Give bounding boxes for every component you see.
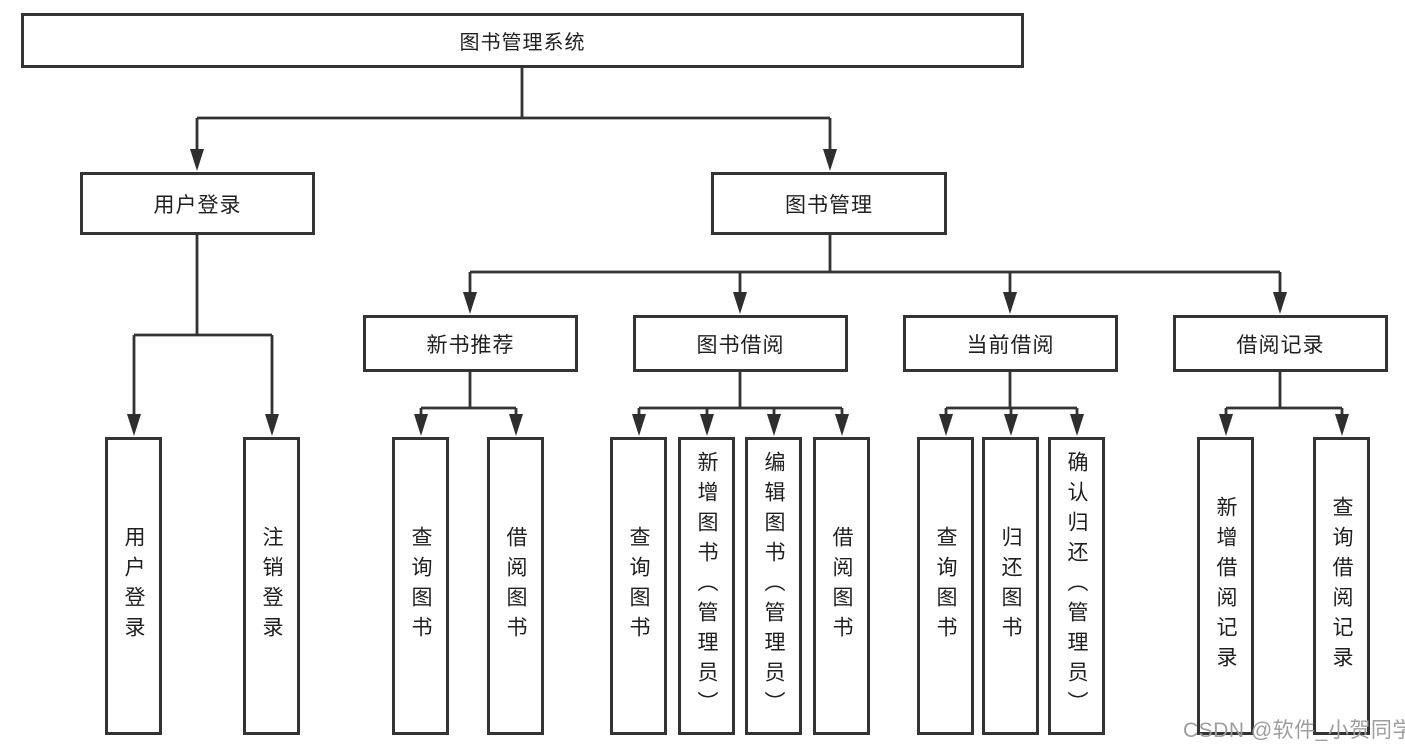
node-borrow-records-label: 借阅记录	[1236, 333, 1325, 357]
node-book-borrow: 图书借阅	[633, 315, 848, 372]
leaf-borrow-books-label: 借阅图书	[830, 526, 853, 646]
leaf-edit-books-admin: 编辑图书（管理员）	[745, 437, 802, 735]
node-user-login-label: 用户登录	[153, 193, 242, 217]
node-current-borrow: 当前借阅	[903, 315, 1118, 372]
leaf-user-login-label: 用户登录	[122, 526, 145, 646]
leaf-borrow-books-recommend: 借阅图书	[487, 437, 544, 735]
leaf-query-books-borrow: 查询图书	[610, 437, 667, 735]
node-new-book-recommend: 新书推荐	[363, 315, 578, 372]
leaf-query-books-borrow-label: 查询图书	[627, 526, 650, 646]
leaf-add-borrow-record-label: 新增借阅记录	[1214, 496, 1237, 676]
node-current-borrow-label: 当前借阅	[966, 333, 1055, 357]
connector-current-borrow-to-leaves	[939, 372, 1084, 436]
connector-new-book-rec-to-leaves	[414, 372, 523, 436]
node-book-borrow-label: 图书借阅	[696, 333, 785, 357]
leaf-edit-books-admin-label: 编辑图书（管理员）	[762, 451, 785, 721]
node-library-system-label: 图书管理系统	[459, 32, 586, 54]
connector-user-login-to-leaves	[127, 235, 279, 436]
leaf-add-books-admin: 新增图书（管理员）	[678, 437, 735, 735]
leaf-return-books-label: 归还图书	[999, 526, 1022, 646]
leaf-add-borrow-record: 新增借阅记录	[1197, 437, 1254, 735]
leaf-query-borrow-record-label: 查询借阅记录	[1330, 496, 1353, 676]
leaf-user-login: 用户登录	[105, 437, 162, 735]
csdn-watermark: CSDN @软件_小贺同学	[1183, 719, 1405, 742]
leaf-query-books-current-label: 查询图书	[934, 526, 957, 646]
node-borrow-records: 借阅记录	[1173, 315, 1388, 372]
connector-root-to-level2	[190, 68, 837, 171]
leaf-query-books-recommend: 查询图书	[392, 437, 449, 735]
connector-borrow-records-to-leaves	[1219, 372, 1349, 436]
connector-book-mgmt-to-level3	[463, 235, 1287, 314]
leaf-confirm-return-admin-label: 确认归还（管理员）	[1065, 451, 1088, 721]
connector-book-borrow-to-leaves	[632, 372, 849, 436]
leaf-add-books-admin-label: 新增图书（管理员）	[695, 451, 718, 721]
leaf-borrow-books-recommend-label: 借阅图书	[504, 526, 527, 646]
leaf-confirm-return-admin: 确认归还（管理员）	[1048, 437, 1105, 735]
leaf-borrow-books: 借阅图书	[813, 437, 870, 735]
node-book-management: 图书管理	[711, 172, 947, 235]
node-user-login: 用户登录	[80, 172, 315, 235]
node-book-management-label: 图书管理	[785, 193, 873, 217]
leaf-logout: 注销登录	[243, 437, 300, 735]
leaf-logout-label: 注销登录	[260, 526, 283, 646]
leaf-return-books: 归还图书	[982, 437, 1039, 735]
leaf-query-borrow-record: 查询借阅记录	[1313, 437, 1370, 735]
node-new-book-recommend-label: 新书推荐	[426, 333, 515, 357]
leaf-query-books-recommend-label: 查询图书	[409, 526, 432, 646]
leaf-query-books-current: 查询图书	[917, 437, 974, 735]
node-library-system: 图书管理系统	[21, 13, 1024, 68]
